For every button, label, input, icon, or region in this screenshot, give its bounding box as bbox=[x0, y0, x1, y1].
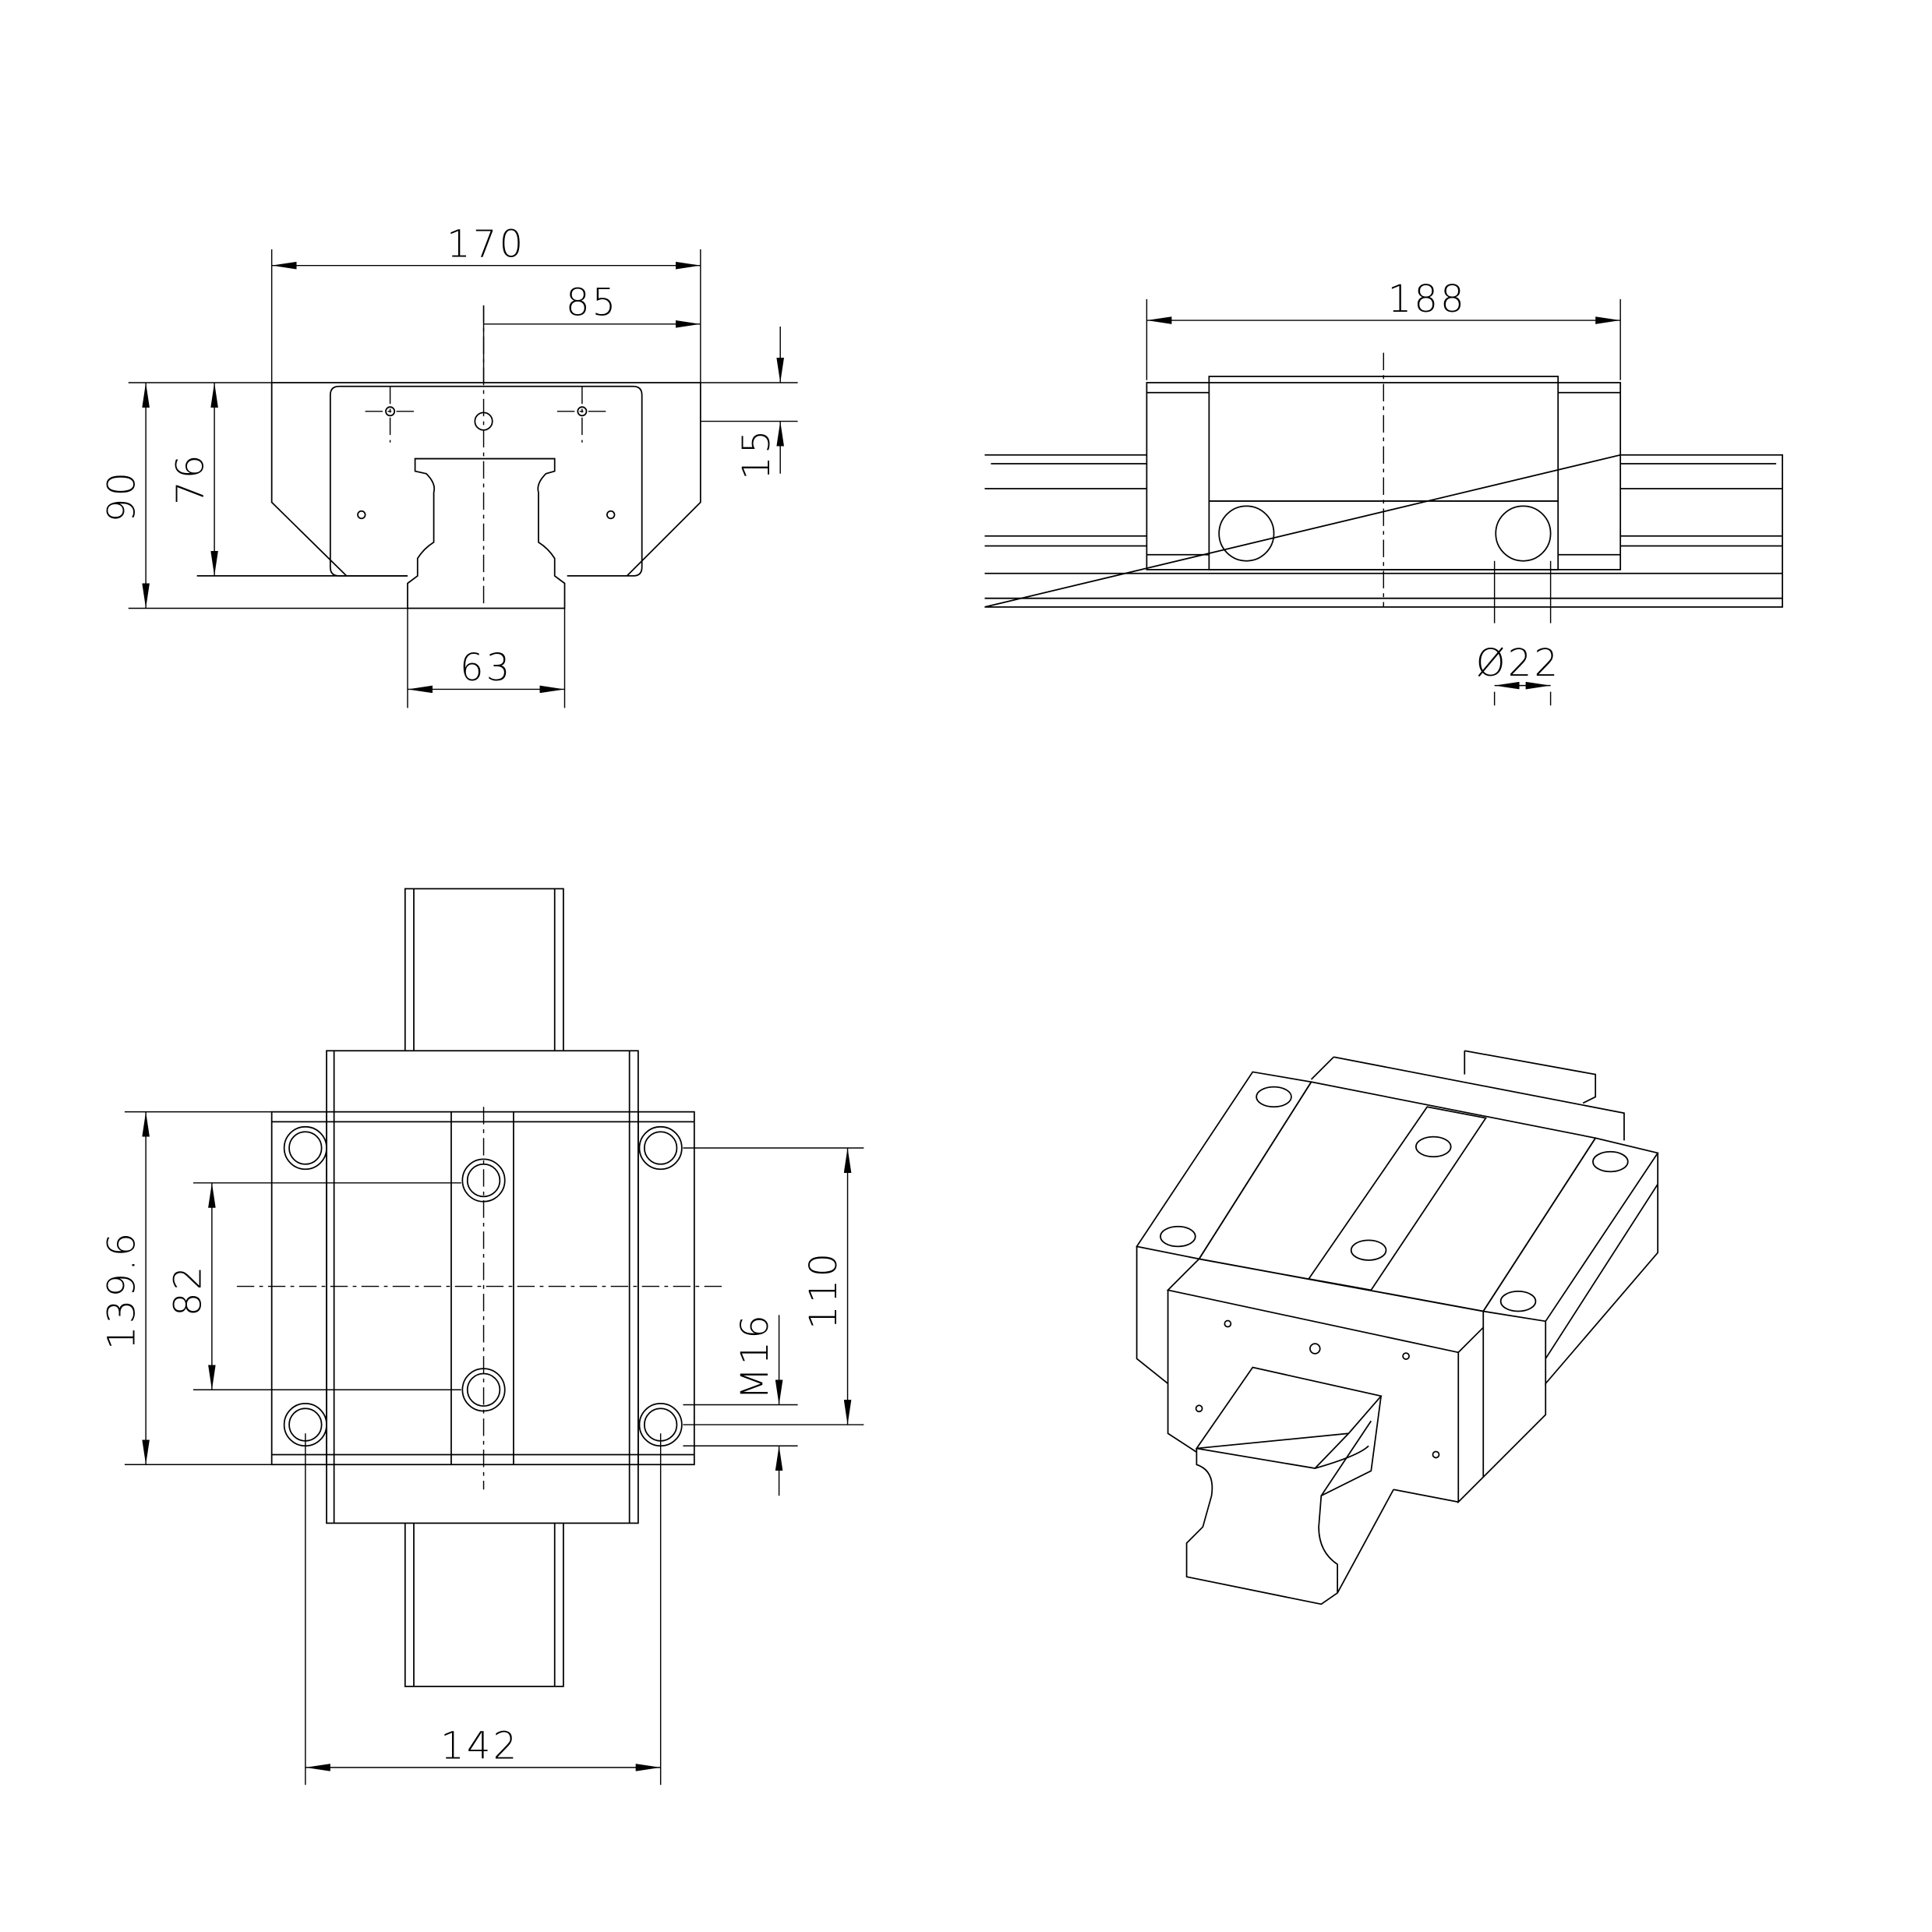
dim-76: 76 bbox=[169, 452, 213, 504]
dim-63: 63 bbox=[460, 646, 512, 690]
dim-m16: M16 bbox=[733, 1312, 777, 1400]
top-view: 139.6 82 110 M16 142 bbox=[101, 888, 864, 1785]
dim-diameter-22: Ø22 bbox=[1476, 641, 1560, 685]
dim-170: 170 bbox=[447, 222, 525, 266]
rail-profile bbox=[407, 457, 566, 609]
dim-110: 110 bbox=[802, 1251, 846, 1330]
dim-139-6: 139.6 bbox=[101, 1231, 144, 1350]
isometric-view bbox=[1136, 1050, 1659, 1605]
dim-85: 85 bbox=[566, 281, 618, 325]
dim-90: 90 bbox=[101, 470, 144, 522]
dim-142: 142 bbox=[440, 1725, 519, 1768]
side-view: 188 Ø22 bbox=[984, 277, 1783, 706]
dim-82: 82 bbox=[166, 1264, 210, 1316]
front-view: 170 85 90 76 15 63 bbox=[101, 222, 798, 708]
dim-15: 15 bbox=[735, 427, 779, 479]
dim-188: 188 bbox=[1388, 277, 1467, 321]
mounting-holes bbox=[283, 1125, 683, 1447]
